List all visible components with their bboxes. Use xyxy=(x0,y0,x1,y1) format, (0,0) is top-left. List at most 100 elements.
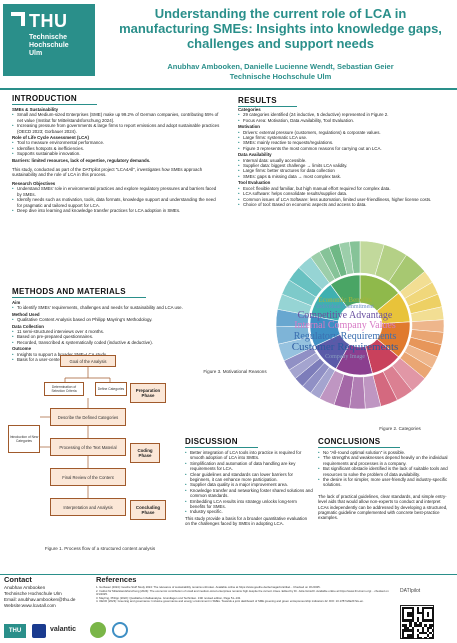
list-item: Simplification and automation of data ha… xyxy=(185,461,313,472)
qr-cell xyxy=(402,634,405,637)
qr-cell xyxy=(402,636,405,639)
qr-cell xyxy=(404,607,407,610)
list-item: the desire is for simpler, more user-fri… xyxy=(318,477,448,488)
partner-logos: THU valantic xyxy=(2,622,152,642)
methods-list-aim: To identify SMEs' requirements, challeng… xyxy=(12,305,212,311)
qr-cell xyxy=(411,616,415,620)
qr-code-icon[interactable] xyxy=(400,605,434,639)
discussion-heading: DISCUSSION xyxy=(185,437,258,448)
conclusions-list: No "All-round optimal solution" is possi… xyxy=(318,450,448,488)
list-item: Identifies hotspots & inefficiencies. xyxy=(12,146,222,152)
list-item: To identify SMEs' requirements, challeng… xyxy=(12,305,212,311)
qr-cell xyxy=(421,619,425,622)
qr-cell xyxy=(402,611,405,615)
thu-logo-mark-icon xyxy=(11,12,25,26)
word-company-image: Company Image xyxy=(325,353,365,360)
qr-cell xyxy=(419,636,422,639)
qr-cell xyxy=(416,611,420,615)
results-sub-motivation: Motivation xyxy=(238,124,260,130)
list-item: Supplier data quality is a major improve… xyxy=(185,482,313,488)
list-item: Basis for a user-centered digital LCA gu… xyxy=(12,357,212,363)
list-item: Figure 3 represents the most common reas… xyxy=(238,146,448,152)
qr-cell xyxy=(426,619,430,622)
list-item: Large firms: systematic LCA use. xyxy=(238,135,448,141)
qr-cell xyxy=(431,611,434,615)
qr-cell xyxy=(414,624,417,627)
reference-item: 4. OECD (2023): Greening and governance:… xyxy=(96,599,364,604)
list-item: Better integration of LCA tools into pra… xyxy=(185,450,313,461)
list-item: Embedding LCA results into strategy unlo… xyxy=(185,499,313,510)
qr-cell xyxy=(421,616,425,620)
qr-cell xyxy=(406,614,410,617)
list-item: Excel: flexible and familiar, but high m… xyxy=(238,186,448,192)
word-individual-commitment: Individual Commitment xyxy=(316,304,374,311)
list-item: Understand SMEs' role in environmental p… xyxy=(12,186,222,197)
qr-cell xyxy=(409,621,412,625)
sunburst-inner-segment xyxy=(330,274,361,308)
intro-sub-objectives: Research Objectives xyxy=(12,180,56,186)
flow-goal: Goal of the Analysis xyxy=(60,355,116,367)
results-list-data: Internal data: usually accessible. Suppl… xyxy=(238,158,448,180)
qr-cell xyxy=(406,619,410,622)
references-heading: References xyxy=(96,575,137,584)
flow-describe: Describe the Defined Categories xyxy=(50,408,126,426)
qr-cell xyxy=(406,626,410,630)
poster-title: Understanding the current role of LCA in… xyxy=(119,6,442,51)
qr-cell xyxy=(424,636,427,639)
contact-website[interactable]: Website:www.lca4all.com xyxy=(4,603,56,608)
qr-cell xyxy=(421,607,425,610)
qr-cell xyxy=(411,634,415,637)
qr-cell xyxy=(424,619,427,622)
list-item: Recorded, transcribed & systematically c… xyxy=(12,340,212,346)
intro-paragraph: This study, conducted as part of the DAT… xyxy=(12,167,203,178)
qr-cell xyxy=(411,631,415,635)
logo-sub-line-1: Technische xyxy=(29,34,67,41)
qr-cell xyxy=(424,631,427,635)
logo-sub-line-2: Hochschule xyxy=(29,42,69,49)
qr-cell xyxy=(402,616,405,620)
list-item: But significant obstacle identified is t… xyxy=(318,466,448,477)
qr-cell xyxy=(431,614,434,617)
thu-logo: THU Technische Hochschule Ulm xyxy=(3,4,95,76)
qr-cell xyxy=(416,624,420,627)
qr-cell xyxy=(421,614,425,617)
qr-cell xyxy=(404,624,407,627)
list-item: SMEs: gaps & missing data → most complex… xyxy=(238,174,448,180)
qr-cell xyxy=(431,629,434,632)
partner-leaf-icon xyxy=(90,622,106,638)
qr-cell xyxy=(402,631,405,635)
list-item: Tool to measure environmental performanc… xyxy=(12,140,222,146)
list-item: Knowledge transfer and networking foster… xyxy=(185,488,313,499)
qr-cell xyxy=(409,624,412,627)
poster-header: THU Technische Hochschule Ulm Understand… xyxy=(0,0,457,88)
qr-cell xyxy=(411,614,415,617)
qr-cell xyxy=(409,636,412,639)
qr-cell xyxy=(416,629,420,632)
qr-cell xyxy=(429,619,432,622)
qr-cell xyxy=(411,629,415,632)
methods-body: Aim To identify SMEs' requirements, chal… xyxy=(12,299,212,363)
contact-email[interactable]: Email: anubhav.ambooken@thu.de xyxy=(4,597,76,602)
poster-affiliation: Technische Hochschule Ulm xyxy=(229,72,332,81)
poster-authors: Anubhav Ambooken, Danielle Lucienne Wend… xyxy=(167,62,394,71)
results-list-motivation: Drivers: external pressure (customers, r… xyxy=(238,130,448,152)
list-item: Clear guidelines and standards can lower… xyxy=(185,472,313,483)
qr-cell xyxy=(406,629,410,632)
intro-barriers: Barriers: limited resources, lack of exp… xyxy=(12,157,151,163)
methods-list-method: Qualitative Content Analysis based on Ph… xyxy=(12,317,212,323)
partner-ring-icon xyxy=(112,622,128,638)
list-item: Qualitative Content Analysis based on Ph… xyxy=(12,317,212,323)
logo-sub-text: Technische Hochschule Ulm xyxy=(29,34,69,58)
word-internal-values: Internal Company Values xyxy=(294,320,396,332)
contact-body: Anubhav Ambooken Technische Hochschule U… xyxy=(4,585,76,609)
qr-cell xyxy=(431,619,434,622)
results-list-categories: 29 categories identified (24 inductive, … xyxy=(238,112,448,123)
contact-heading: Contact xyxy=(4,575,32,584)
methods-sub-outcome: Outcome xyxy=(12,346,32,352)
datipilot-logo: DATIpilot xyxy=(400,588,421,594)
flow-define-categories: Define Categories xyxy=(95,382,127,396)
qr-cell xyxy=(416,616,420,620)
reference-item: 1. Gorbauer (2024): Goethe Stuff Study 2… xyxy=(96,585,321,589)
qr-cell xyxy=(414,621,417,625)
qr-cell xyxy=(429,607,432,610)
